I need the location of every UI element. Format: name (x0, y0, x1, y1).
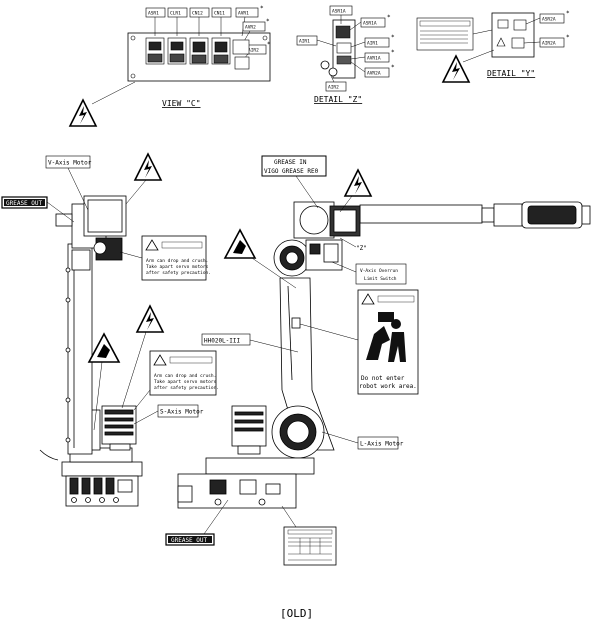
svg-text:AIR2A: AIR2A (542, 41, 556, 47)
detail-z-title: DETAIL "Z" (314, 95, 362, 104)
right-robot-base (177, 457, 315, 509)
right-robot-crush-hazard-icon (223, 228, 297, 289)
detail-y: ASR2A * AIR2A * DETAIL "Y" (416, 10, 570, 83)
svg-text:*: * (566, 10, 570, 17)
right-robot-l-axis-gear (271, 405, 325, 459)
svg-text:VIGO GREASE RE0: VIGO GREASE RE0 (264, 168, 319, 175)
svg-text:ASR1A: ASR1A (363, 21, 377, 27)
svg-text:*: * (391, 49, 395, 56)
right-robot-grease-in-label: GREASE IN VIGO GREASE RE0 (261, 155, 327, 209)
svg-text:robot work area.: robot work area. (359, 383, 417, 390)
right-robot-do-not-enter-placard: Do not enter robot work area. (299, 289, 419, 395)
left-robot-crush-hazard-icon (87, 332, 121, 431)
svg-text:*: * (566, 34, 570, 41)
svg-text:GREASE IN: GREASE IN (274, 159, 307, 166)
left-robot-warning-icon-1 (125, 152, 163, 205)
detail-z: ASR1A ASR1A * AIR1 AIR1 * AVR1A * (296, 5, 395, 104)
view-c-connectors (145, 37, 250, 70)
view-c-tag-clr1: CLR1 (167, 7, 188, 36)
svg-text:AVR2A: AVR2A (367, 71, 381, 77)
view-c-tag-asr1: ASR1 (145, 7, 166, 36)
svg-text:CLR1: CLR1 (170, 11, 181, 17)
view-c-tag-cn12: CN12 (189, 7, 210, 36)
left-robot-grease-out-label: GREASE OUT (1, 196, 75, 223)
svg-text:AIR1: AIR1 (367, 41, 378, 47)
svg-text:*: * (266, 18, 270, 25)
svg-text:"Z": "Z" (356, 245, 367, 252)
svg-text:AVR1A: AVR1A (367, 56, 381, 62)
detail-z-tag-2: ASR1A * (349, 14, 391, 31)
svg-text:AVR2: AVR2 (245, 25, 256, 31)
right-robot-s-axis-motor (231, 405, 267, 455)
svg-text:Arm can drop and crush.: Arm can drop and crush. (154, 373, 216, 379)
svg-text:*: * (391, 34, 395, 41)
svg-text:CN12: CN12 (192, 11, 203, 17)
right-robot: GREASE IN VIGO GREASE RE0 "Z" V-Axis Ove… (165, 155, 591, 566)
detail-z-tag-6: AVR2A * (350, 61, 395, 78)
left-robot-base (39, 447, 143, 507)
detail-y-tag-1: ASR2A * (525, 10, 570, 25)
svg-text:after safety precaution.: after safety precaution. (146, 270, 211, 276)
svg-text:Arm can drop and crush.: Arm can drop and crush. (146, 258, 208, 264)
right-robot-grease-out-label: GREASE OUT (165, 499, 229, 546)
svg-text:CN11: CN11 (214, 11, 225, 17)
left-robot-caution-placard-1: Arm can drop and crush. Take apart servo… (119, 235, 211, 281)
left-robot-s-axis-motor-label: S-Axis Motor (133, 404, 204, 425)
svg-text:Take apart servo motors: Take apart servo motors (146, 264, 209, 270)
view-c-tag-avr2: AVR2 * (239, 18, 270, 49)
right-robot-model-label: HH020L-III (201, 333, 299, 353)
robot-strike-icon (366, 312, 406, 362)
svg-text:Take apart servo motors: Take apart servo motors (154, 379, 217, 385)
svg-text:Limit Switch: Limit Switch (364, 276, 397, 282)
left-robot-warning-icon-2 (121, 304, 165, 409)
old-label: [OLD] (280, 607, 313, 620)
detail-z-tag-1: ASR1A (329, 5, 353, 24)
svg-text:S-Axis Motor: S-Axis Motor (160, 409, 204, 416)
svg-text:*: * (260, 5, 264, 12)
svg-text:Do not enter: Do not enter (361, 375, 405, 382)
svg-text:HH020L-III: HH020L-III (204, 338, 241, 345)
svg-text:L-Axis Motor: L-Axis Motor (360, 441, 404, 448)
svg-text:V-Axis Overrun: V-Axis Overrun (360, 268, 398, 274)
right-robot-l-axis-motor-label: L-Axis Motor (321, 431, 404, 450)
detail-y-label-plate (416, 17, 493, 51)
svg-text:ASR1: ASR1 (148, 11, 159, 17)
view-c-tag-cn11: CN11 (211, 7, 232, 36)
detail-z-tag-7: AIR2 (325, 75, 347, 92)
detail-z-tag-4: AIR1 * (350, 34, 395, 48)
svg-text:*: * (387, 14, 391, 21)
left-robot-lower-arm (65, 243, 93, 455)
svg-text:AVR1: AVR1 (238, 11, 249, 17)
detail-y-tag-2: AIR2A * (523, 34, 570, 48)
svg-text:V-Axis Motor: V-Axis Motor (48, 160, 92, 167)
right-robot-z-marker: "Z" (339, 237, 367, 252)
svg-text:after safety precaution.: after safety precaution. (154, 385, 219, 391)
left-robot-upper-arm (55, 195, 127, 271)
left-robot-v-axis-motor-label: V-Axis Motor (45, 155, 92, 211)
view-c-warning-icon (68, 81, 136, 127)
svg-text:*: * (391, 64, 395, 71)
svg-text:*: * (267, 41, 271, 48)
right-robot-wrist (273, 201, 361, 277)
detail-z-tag-5: AVR1A * (350, 49, 395, 63)
svg-text:ASR1A: ASR1A (332, 9, 346, 15)
left-robot-caution-placard-2: Arm can drop and crush. Take apart servo… (133, 350, 219, 411)
svg-text:AIR2: AIR2 (248, 48, 259, 54)
detail-y-warning-icon (441, 49, 495, 83)
left-robot: V-Axis Motor GREASE OUT S-Axis Motor (1, 152, 219, 507)
detail-y-title: DETAIL "Y" (487, 69, 535, 78)
right-robot-nameplate (281, 505, 337, 566)
svg-text:ASR2A: ASR2A (542, 17, 556, 23)
right-robot-warning-icon (339, 168, 373, 213)
svg-text:AIR1: AIR1 (299, 39, 310, 45)
detail-z-tag-3: AIR1 (296, 35, 337, 47)
right-robot-forearm (359, 201, 591, 229)
svg-text:AIR2: AIR2 (328, 85, 339, 91)
right-robot-limit-switch-label: V-Axis Overrun Limit Switch (331, 261, 407, 285)
view-c-title: VIEW "C" (162, 99, 201, 108)
view-c: ASR1 CLR1 CN12 CN11 AVR1 * AVR2 * (68, 5, 271, 127)
svg-text:GREASE OUT: GREASE OUT (171, 537, 208, 544)
svg-text:GREASE OUT: GREASE OUT (6, 200, 43, 207)
